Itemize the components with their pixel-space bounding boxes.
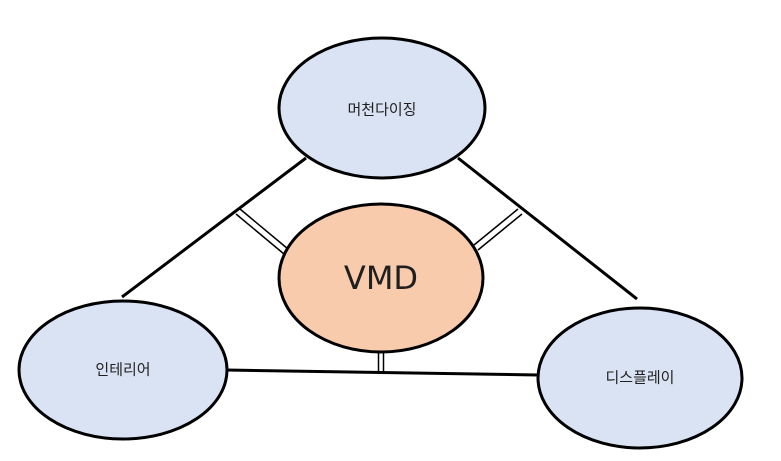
edge-top-left (121, 156, 307, 299)
connector-upper-left (235, 208, 289, 255)
edge-top-right (457, 156, 638, 301)
center-node (277, 202, 485, 354)
node-top-label: 머천다이징 (347, 101, 416, 119)
node-right (536, 306, 744, 450)
node-top (277, 36, 487, 180)
connector-bottom (377, 351, 385, 373)
center-label: VMD (344, 259, 418, 297)
node-right-label: 디스플레이 (605, 369, 674, 387)
node-left (17, 299, 229, 441)
edge-left-right (225, 368, 539, 377)
node-left-label: 인테리어 (95, 361, 150, 379)
connector-upper-right (473, 208, 523, 251)
